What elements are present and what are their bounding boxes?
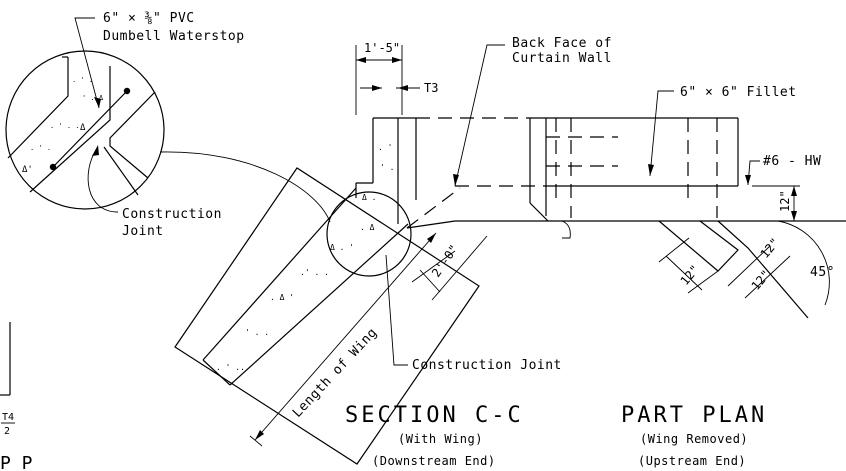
svg-text:Δ .: Δ . bbox=[362, 193, 376, 202]
edge-letters: P P bbox=[0, 453, 33, 471]
wing-outline bbox=[175, 168, 479, 464]
left-edge-fragment: T4 2 P P bbox=[0, 322, 33, 471]
edge-fraction-denominator: 2 bbox=[4, 426, 10, 437]
dim-12-a-line bbox=[666, 256, 702, 290]
detail-circle bbox=[6, 51, 164, 209]
svg-text:. ' ..: . ' .. bbox=[216, 363, 245, 372]
section-title: SECTION C-C bbox=[345, 403, 524, 428]
svg-text:.' . .: .' . . bbox=[300, 268, 329, 277]
waterstop-label-line1: 6" × ⅜" PVC bbox=[103, 11, 195, 26]
svg-text:. ' . .: . ' . . bbox=[50, 122, 80, 130]
back-face-label-line2: Curtain Wall bbox=[512, 51, 612, 66]
wing-band-upper bbox=[203, 188, 356, 360]
wing-concrete-stipple: . ' .. ' . . . Δ ' .' . . Δ . ' . Δ . ' … bbox=[216, 143, 394, 372]
bar-leader bbox=[748, 161, 760, 185]
waterstop-label-line2: Dumbell Waterstop bbox=[103, 29, 245, 44]
dim-12-a: 12" bbox=[678, 262, 703, 288]
detail-concrete-stipple: . ' . ' . Δ . ' . . . ' . Δ' Δ bbox=[22, 76, 104, 175]
svg-text:. Δ: . Δ bbox=[360, 223, 375, 232]
construction-joint-detail-line2: Joint bbox=[122, 224, 164, 239]
fillet-label: 6" × 6" Fillet bbox=[680, 85, 797, 100]
back-face-label-line1: Back Face of bbox=[512, 36, 612, 51]
construction-joint-leader bbox=[386, 255, 408, 365]
part-plan: 6" × 6" Fillet #6 - HW 12" 12" 12" 12" 4… bbox=[455, 85, 835, 468]
dim-top-label: 1'-5" bbox=[364, 41, 400, 55]
edge-fraction-numerator: T4 bbox=[2, 412, 14, 423]
detail-callout-curve bbox=[160, 152, 330, 222]
svg-text:' .: ' . bbox=[380, 163, 394, 172]
dim-12-c: 12" bbox=[749, 267, 774, 293]
wing-band-lower bbox=[230, 224, 408, 385]
dim-12-b-line bbox=[728, 246, 770, 286]
svg-text:. ' .: . ' . bbox=[30, 144, 51, 152]
back-face-dashed bbox=[407, 188, 460, 228]
dim-12-b: 12" bbox=[758, 235, 783, 261]
angle-label: 45° bbox=[810, 265, 835, 280]
svg-text:. Δ ': . Δ ' bbox=[270, 293, 294, 302]
svg-text:. ': . ' bbox=[378, 143, 392, 152]
plan-subtitle-1: (Wing Removed) bbox=[640, 432, 748, 446]
dim-wing-line bbox=[420, 270, 440, 292]
detail-wall-lines bbox=[8, 57, 155, 195]
svg-text:' . Δ: ' . Δ bbox=[82, 94, 104, 102]
waterstop-leader bbox=[75, 18, 99, 108]
section-c-c: . ' .. ' . . . Δ ' .' . . Δ . ' . Δ . ' … bbox=[175, 36, 846, 468]
waterstop-detail: . ' . ' . Δ . ' . . . ' . Δ' Δ 6" × ⅜" P… bbox=[6, 11, 330, 239]
length-of-wing-dim-line bbox=[255, 233, 436, 440]
construction-joint-label: Construction Joint bbox=[412, 358, 562, 373]
back-face-leader bbox=[455, 45, 505, 186]
plan-fillet-curve bbox=[562, 221, 570, 238]
dim-12-vertical: 12" bbox=[778, 190, 792, 212]
svg-text:Δ: Δ bbox=[80, 123, 86, 133]
t3-label: T3 bbox=[424, 81, 438, 95]
waterstop-web bbox=[53, 91, 127, 167]
construction-joint-detail-leader bbox=[88, 150, 118, 212]
svg-text:. ' .: . ' . bbox=[72, 76, 93, 84]
plan-subtitle-2: (Upstream End) bbox=[638, 454, 746, 468]
angle-arc bbox=[778, 221, 829, 305]
fillet-leader bbox=[650, 91, 674, 176]
svg-text:' . .: ' . . bbox=[245, 328, 269, 337]
plan-key-diamond-right bbox=[718, 221, 808, 318]
bar-label: #6 - HW bbox=[763, 154, 821, 169]
section-subtitle-2: (Downstream End) bbox=[372, 454, 496, 468]
construction-joint-detail-line1: Construction bbox=[122, 207, 222, 222]
joint-circle bbox=[327, 192, 411, 276]
plan-title: PART PLAN bbox=[621, 403, 767, 428]
plan-key-diamond-left bbox=[659, 221, 738, 271]
section-subtitle-1: (With Wing) bbox=[398, 432, 483, 446]
svg-text:Δ . ': Δ . ' bbox=[330, 243, 354, 252]
svg-text:Δ': Δ' bbox=[22, 165, 33, 175]
dim-wing-label: 2'-0" bbox=[429, 242, 461, 280]
